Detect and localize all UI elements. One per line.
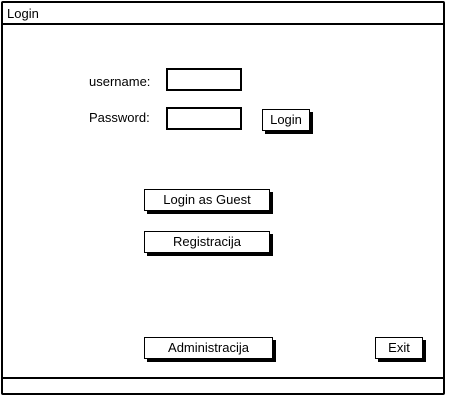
window-title: Login [7,6,39,21]
password-label: Password: [89,110,150,125]
administracija-button[interactable]: Administracija [144,337,273,359]
status-bar [3,377,443,395]
password-input[interactable] [166,107,242,130]
login-as-guest-button[interactable]: Login as Guest [144,189,270,211]
title-bar: Login [3,3,443,25]
login-button[interactable]: Login [262,109,310,131]
exit-button[interactable]: Exit [375,337,423,359]
registracija-button[interactable]: Registracija [144,231,270,253]
login-window: Login username: Password: Login Login as… [1,1,445,395]
username-label: username: [89,74,151,89]
username-input[interactable] [166,68,242,91]
